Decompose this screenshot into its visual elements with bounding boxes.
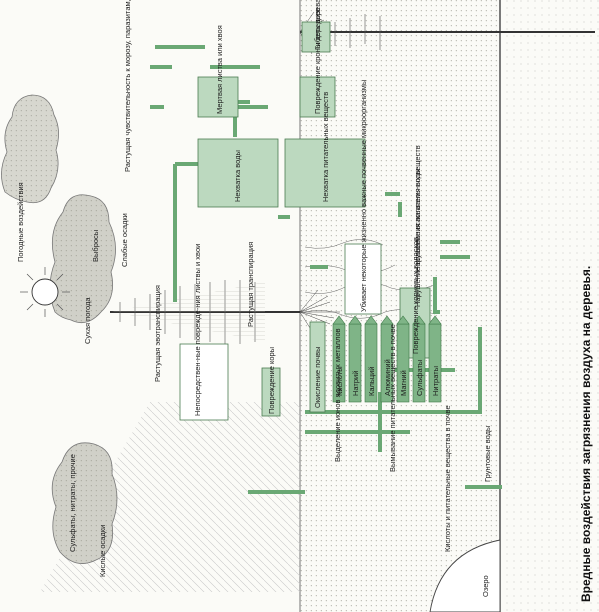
box-dead-foliage: [197, 76, 239, 118]
caption: Вредные воздействия загрязнения воздуха …: [579, 266, 593, 602]
box-tree-death: [301, 21, 331, 53]
box-crown-damage: [299, 76, 336, 118]
ion-arrowhead: [364, 315, 378, 325]
label-direct-damage: Непосредствен-ные поврежде-ния листвы и …: [193, 244, 202, 416]
box-soil-acidification: [309, 321, 326, 413]
label-microorganisms: Убивает некоторые жизненно важные почвен…: [359, 80, 368, 312]
label-leaching: Вымывание питательных веществ в почве: [388, 324, 397, 472]
label-acid-precip: Кислые осадки: [98, 525, 107, 577]
label-sensitivity: Растущая чувствительность к морозу, пара…: [123, 0, 132, 172]
ion-arrowhead: [332, 315, 346, 325]
ion-arrowhead: [380, 315, 394, 325]
label-lake: Озеро: [481, 575, 490, 597]
box-bark-damage: [261, 367, 281, 417]
ion-arrowhead: [396, 315, 410, 325]
label-crown-damage: Повреждение кроны деревьев: [313, 8, 322, 114]
label-water-shortage: Нехватка воды: [233, 150, 242, 202]
healthy-tree-icon: [110, 280, 340, 344]
ion-label: Нитраты: [431, 366, 440, 396]
label-nutrient-absorption: Нарушение всасывания питательных веществ: [413, 145, 422, 307]
label-tree-death: Гибель дерева: [313, 0, 322, 50]
box-direct-damage: [179, 343, 229, 421]
label-nutrient-shortage: Нехватка питательных веществ: [321, 92, 330, 202]
cloud-emissions: [1, 94, 59, 204]
label-acids-in-soil: Кислоты и питательные вещества в почве: [443, 405, 452, 552]
ion-label: Магний: [399, 370, 408, 396]
ion-label: Натрий: [351, 371, 360, 396]
label-groundwater: Грунтовые воды: [483, 426, 492, 482]
label-water-absorption: Нарушение всасывания воды: [413, 169, 422, 272]
ion-bars: Кислоты Натрий Кальций Алюминий Магний Сульфа…: [332, 315, 442, 403]
label-transpiration: Растущая транспирация: [246, 242, 255, 327]
box-water-shortage: [197, 138, 279, 208]
labels: Выбросы Погодные воздействия Сухая погод…: [16, 0, 593, 602]
label-dead-foliage: Мертвая листва или хвоя: [215, 25, 224, 114]
ion-label: Сульфаты: [415, 360, 424, 396]
cloud-nitrates: [49, 194, 116, 324]
sun-icon: [20, 267, 70, 317]
ion-arrowhead: [428, 315, 442, 325]
label-dry-weather: Сухая погода: [83, 297, 92, 344]
label-nitrates: Сульфаты, нитраты, прочие: [68, 454, 77, 552]
label-weak-precipitation: Слабые осадки: [120, 213, 129, 267]
box-microorganisms: [344, 243, 382, 315]
ion-label: Кальций: [367, 367, 376, 397]
ion-arrowhead: [348, 315, 362, 325]
flow-arrows: [150, 45, 502, 494]
cloud-acid-rain: [51, 442, 118, 564]
label-evapotranspiration: Растущая эвотранспирация: [153, 285, 162, 382]
groundwater-area: [500, 0, 599, 612]
label-emissions: Выбросы: [91, 230, 100, 262]
ion-label: Кислоты: [335, 366, 344, 396]
label-root-hair-damage: Повреждение корневых волосков: [411, 237, 420, 354]
lake-shape: [429, 539, 501, 612]
label-soil-acidification: Окисление почвы: [313, 346, 322, 408]
box-nutrient-shortage: [284, 138, 366, 208]
ion-label: Алюминий: [383, 359, 392, 396]
label-toxic-metal-ions: Выделение ионов ядовитых металлов: [333, 328, 342, 462]
ion-arrowhead: [412, 315, 426, 325]
label-bark-damage: Повреждение коры: [267, 347, 276, 414]
label-weather: Погодные воздействия: [16, 182, 25, 262]
